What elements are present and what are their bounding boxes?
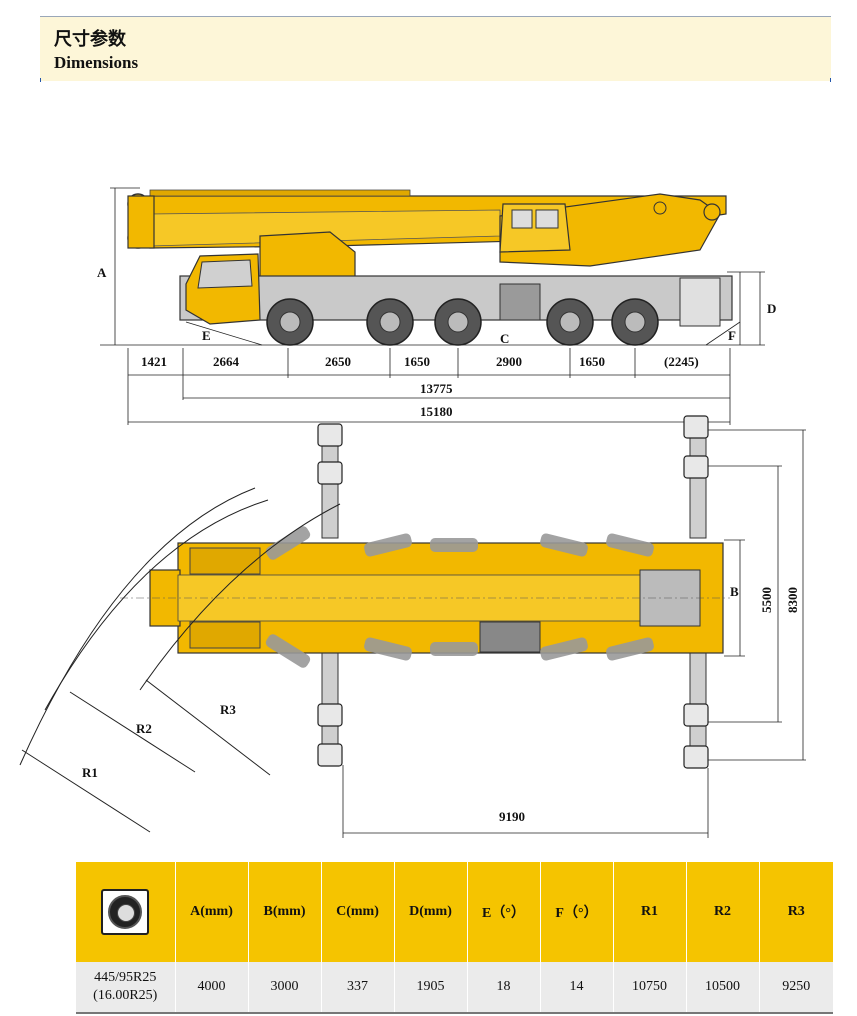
dim-1650-b: 1650 xyxy=(579,354,605,369)
label-r3: R3 xyxy=(220,702,236,717)
title-chinese: 尺寸参数 xyxy=(54,29,126,50)
label-d: D xyxy=(767,301,776,316)
label-f: F xyxy=(728,328,736,343)
value-c: 337 xyxy=(321,962,395,1014)
header-r1: R1 xyxy=(613,862,687,962)
dimensions-table: A(mm) B(mm) C(mm) D(mm) E（°） F（°） R1 R2 … xyxy=(76,862,833,1014)
header-b: B(mm) xyxy=(248,862,322,962)
dim-2664: 2664 xyxy=(213,354,240,369)
dim-2650: 2650 xyxy=(325,354,351,369)
dim-1650-a: 1650 xyxy=(404,354,430,369)
top-view-dimension-lines xyxy=(342,429,806,838)
table-row: 445/95R25 (16.00R25) 4000 3000 337 1905 … xyxy=(76,962,833,1014)
header-tick-right xyxy=(830,78,831,82)
label-c: C xyxy=(500,331,509,346)
value-b: 3000 xyxy=(248,962,322,1014)
header-f: F（°） xyxy=(540,862,614,962)
turning-radius-arcs xyxy=(19,487,341,833)
side-view-dimension-lines xyxy=(100,187,765,425)
tire-size-line1: 445/95R25 xyxy=(94,970,157,985)
dim-15180: 15180 xyxy=(420,404,453,419)
crane-dimension-drawing: A D E C F 1421 2664 2650 1650 2900 1650 … xyxy=(19,187,806,838)
label-e: E xyxy=(202,328,211,343)
label-a: A xyxy=(97,265,107,280)
dim-2900: 2900 xyxy=(496,354,522,369)
dim-8300: 8300 xyxy=(785,587,800,613)
header-r2: R2 xyxy=(686,862,760,962)
table-header-row: A(mm) B(mm) C(mm) D(mm) E（°） F（°） R1 R2 … xyxy=(76,862,833,962)
tire-size-cell: 445/95R25 (16.00R25) xyxy=(76,962,176,1014)
label-b: B xyxy=(730,584,739,599)
value-d: 1905 xyxy=(394,962,468,1014)
header-r3: R3 xyxy=(759,862,833,962)
value-r1: 10750 xyxy=(613,962,687,1014)
value-a: 4000 xyxy=(175,962,249,1014)
label-r2: R2 xyxy=(136,721,152,736)
side-view-crane xyxy=(127,189,733,346)
tire-icon xyxy=(101,889,150,935)
label-r1: R1 xyxy=(82,765,98,780)
header-a: A(mm) xyxy=(175,862,249,962)
value-r2: 10500 xyxy=(686,962,760,1014)
value-e: 18 xyxy=(467,962,541,1014)
tire-size-line2: (16.00R25) xyxy=(93,988,158,1003)
top-view-crane xyxy=(120,415,730,769)
dim-5500: 5500 xyxy=(759,587,774,613)
dim-13775: 13775 xyxy=(420,381,453,396)
header-d: D(mm) xyxy=(394,862,468,962)
tire-header-cell xyxy=(76,862,176,962)
dim-9190: 9190 xyxy=(499,809,525,824)
value-r3: 9250 xyxy=(759,962,833,1014)
section-header: 尺寸参数 Dimensions xyxy=(40,16,831,81)
value-f: 14 xyxy=(540,962,614,1014)
title-english: Dimensions xyxy=(54,53,139,72)
dim-1421: 1421 xyxy=(141,354,167,369)
header-c: C(mm) xyxy=(321,862,395,962)
header-e: E（°） xyxy=(467,862,541,962)
dim-2245: (2245) xyxy=(664,354,699,369)
header-tick-left xyxy=(40,78,41,82)
